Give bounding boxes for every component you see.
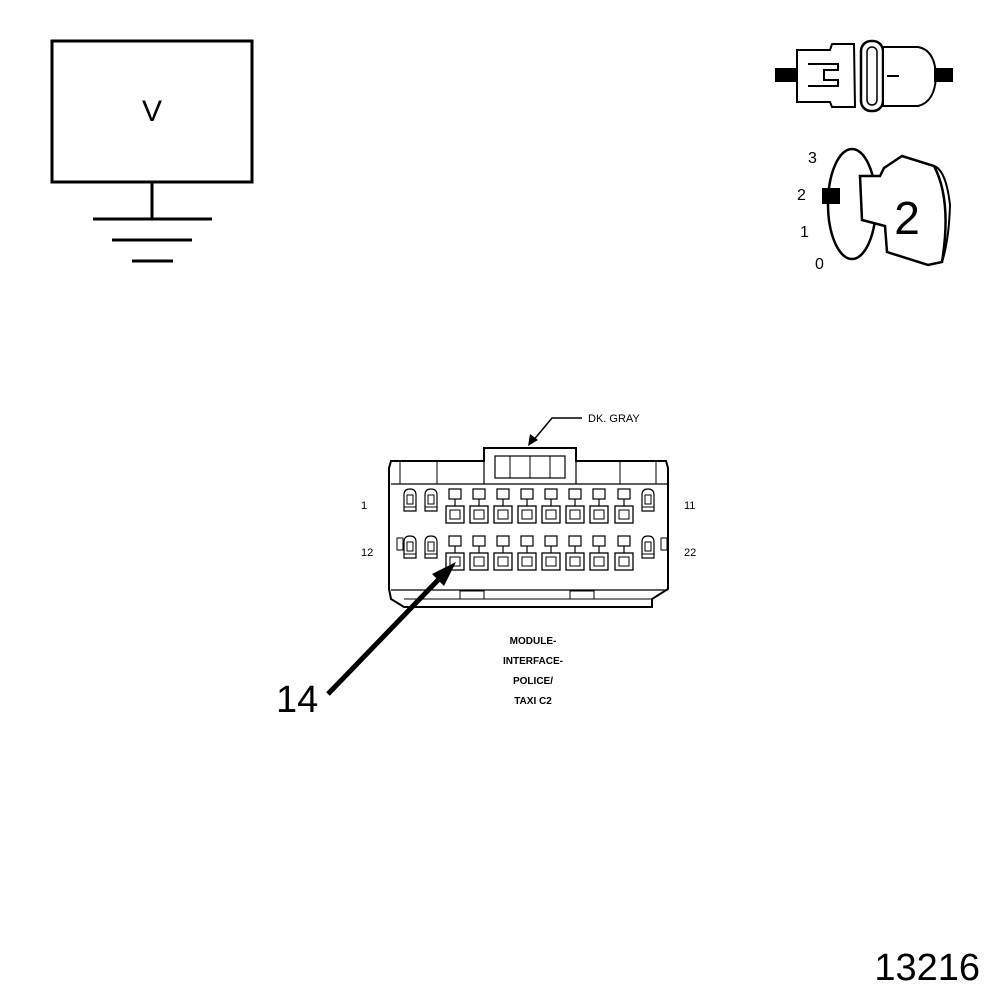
pin-cavity-8	[565, 488, 585, 524]
module-connector: DK. GRAY 1 11 12 22 MODULE- INTERFACE- P…	[276, 413, 696, 721]
key-position-2: 2	[797, 187, 806, 204]
pin-cavity-10	[614, 488, 634, 524]
pin-cavity-14	[445, 535, 465, 571]
connector-name-line-3: POLICE/	[513, 676, 553, 687]
connector-name-line-4: TAXI C2	[514, 696, 552, 707]
key-position-marker	[822, 188, 840, 204]
pin-cavity-16	[493, 535, 513, 571]
pin-cavity-21	[614, 535, 634, 571]
pin-cavity-3	[445, 488, 465, 524]
pin-label-22: 22	[684, 547, 696, 559]
pin-cavity-1	[403, 488, 417, 512]
pin-cavity-19	[565, 535, 585, 571]
pin-cavity-4	[469, 488, 489, 524]
key-position-0: 0	[815, 256, 824, 273]
disconnect-connector-icon	[775, 39, 953, 113]
pin-cavity-20	[589, 535, 609, 571]
pin-cavity-12	[403, 535, 417, 559]
connector-name-line-2: INTERFACE-	[503, 656, 563, 667]
pin-cavity-6	[517, 488, 537, 524]
pin-cavity-5	[493, 488, 513, 524]
ignition-switch-icon: 3 2 1 0 2	[797, 147, 952, 273]
callout-arrow	[326, 576, 442, 696]
connector-cavities	[403, 488, 655, 571]
connector-name-line-1: MODULE-	[510, 636, 557, 647]
pin-cavity-22	[641, 535, 655, 559]
key-position-3: 3	[808, 150, 817, 167]
pin-cavity-11	[641, 488, 655, 512]
pin-label-12: 12	[361, 547, 373, 559]
pin-label-1: 1	[361, 500, 367, 512]
callout-pin-number: 14	[276, 679, 318, 721]
connector-housing	[388, 447, 669, 608]
pin-cavity-18	[541, 535, 561, 571]
key-position-1: 1	[800, 224, 809, 241]
voltmeter-ground-symbol: V	[50, 39, 254, 263]
pin-cavity-7	[541, 488, 561, 524]
voltmeter-label: V	[142, 95, 162, 128]
pin-cavity-17	[517, 535, 537, 571]
pin-cavity-15	[469, 535, 489, 571]
figure-number: 13216	[874, 947, 980, 989]
pin-label-11: 11	[684, 500, 695, 512]
pin-cavity-9	[589, 488, 609, 524]
wire-color-label: DK. GRAY	[588, 413, 640, 425]
selected-position-label: 2	[894, 192, 920, 244]
pin-cavity-2	[424, 488, 438, 512]
pin-cavity-13	[424, 535, 438, 559]
